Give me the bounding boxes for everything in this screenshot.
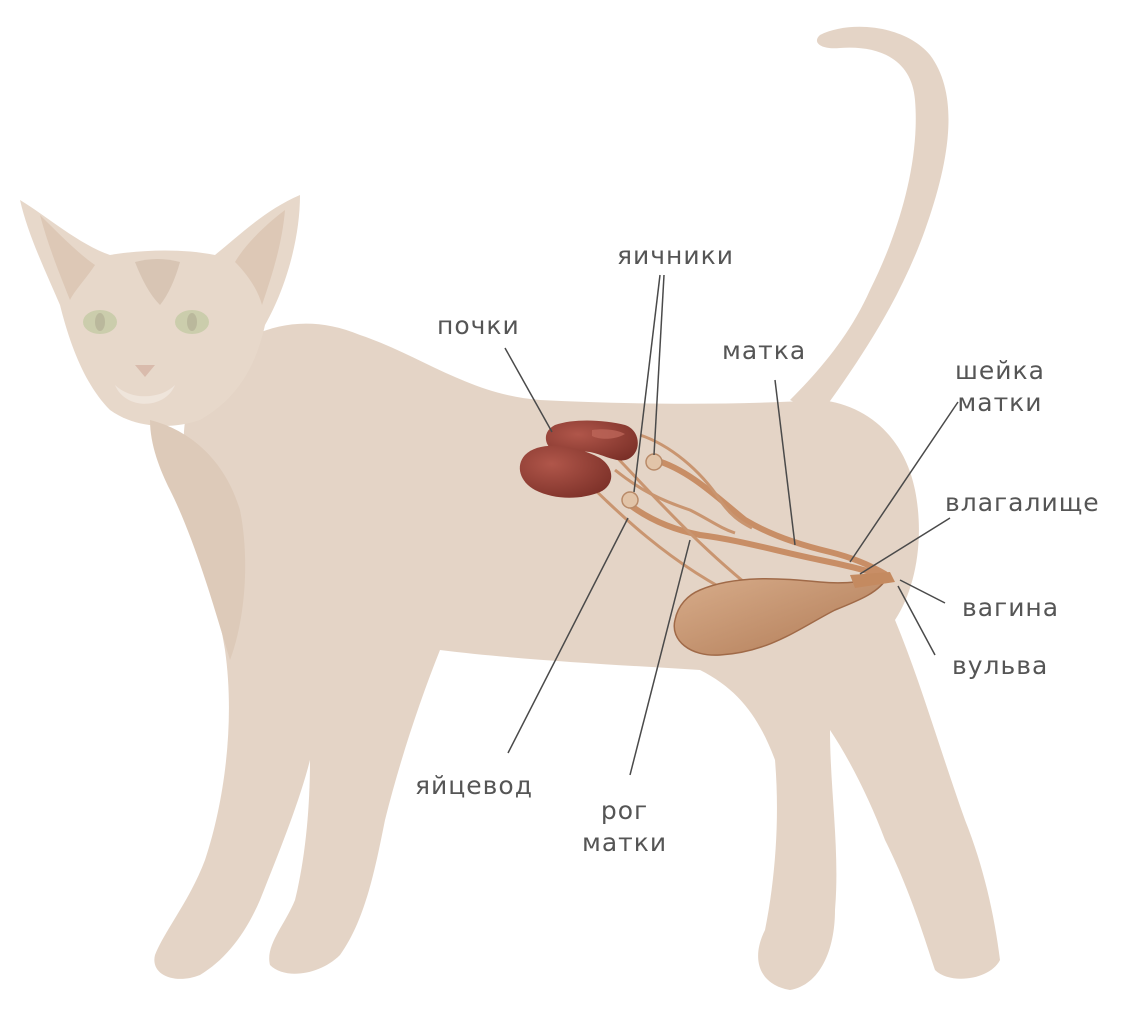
- cat-right-pupil: [187, 313, 197, 331]
- label-oviduct: яйцевод: [415, 770, 533, 802]
- cat-silhouette: [20, 27, 1000, 990]
- label-vulva: вульва: [952, 650, 1048, 682]
- label-kidneys: почки: [437, 310, 520, 342]
- label-uterus: матка: [722, 335, 806, 367]
- label-vagina: вагина: [962, 592, 1059, 624]
- label-ovaries: яичники: [617, 240, 734, 272]
- label-cervix-line2: матки: [955, 387, 1045, 419]
- label-horn: рог матки: [582, 795, 667, 859]
- cat-tail: [790, 27, 949, 415]
- label-cervix: шейка матки: [955, 355, 1045, 419]
- label-cervix-line1: шейка: [955, 355, 1045, 387]
- cat-left-pupil: [95, 313, 105, 331]
- label-horn-line2: матки: [582, 827, 667, 859]
- label-vagina-upper: влагалище: [945, 487, 1100, 519]
- ovary-right: [646, 454, 662, 470]
- label-horn-line1: рог: [582, 795, 667, 827]
- ovary-left: [622, 492, 638, 508]
